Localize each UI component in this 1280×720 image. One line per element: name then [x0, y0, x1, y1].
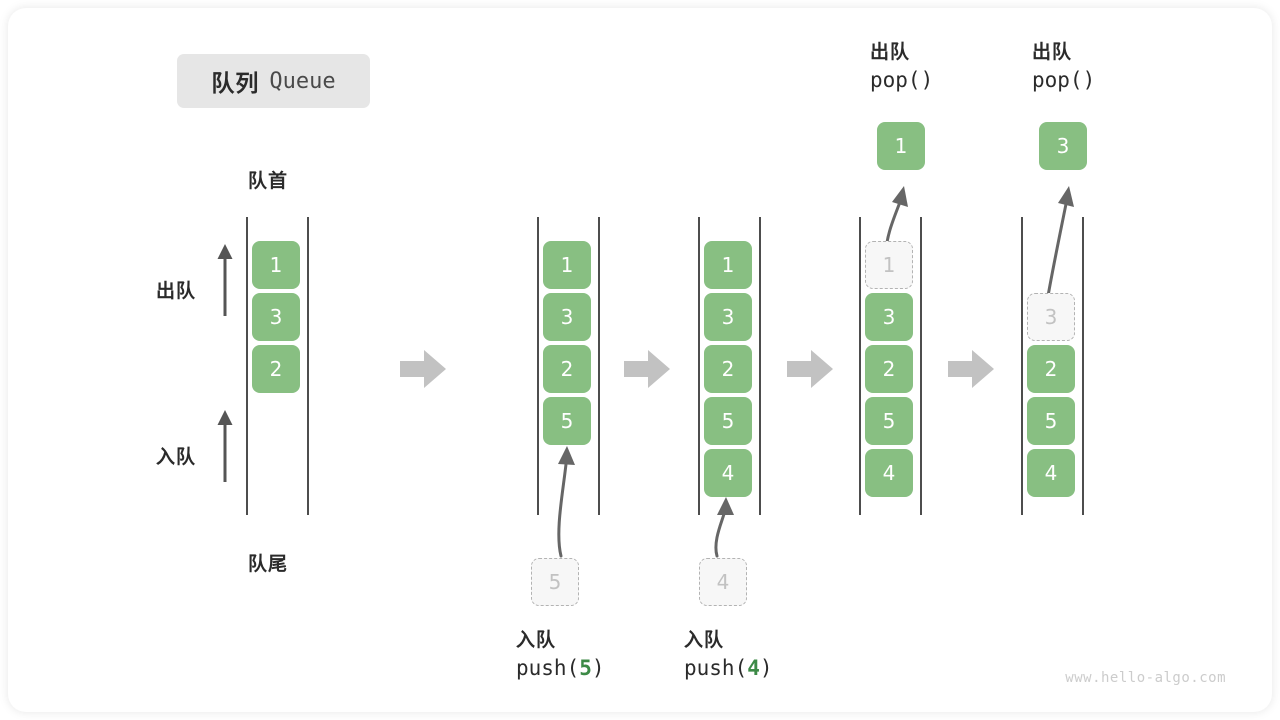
- rail-right-panel-3: [759, 217, 761, 515]
- step-arrow-icon: [948, 350, 994, 388]
- push-5-code-arg: 5: [579, 655, 592, 680]
- pop-arrow-3: [1044, 186, 1074, 310]
- queue-cell: 2: [543, 345, 591, 393]
- push-5-caption-cn: 入队: [516, 629, 557, 651]
- push-4-caption-code: push(4): [684, 654, 773, 682]
- push-4-code-suffix: ): [759, 655, 773, 680]
- queue-cell: 2: [704, 345, 752, 393]
- queue-cell: 5: [865, 397, 913, 445]
- pop-3-caption-cn: 出队: [1032, 41, 1073, 63]
- pop-1-caption-cn: 出队: [870, 41, 911, 63]
- rail-right-panel-1: [307, 217, 309, 515]
- push-5-code-prefix: push(: [516, 655, 580, 680]
- title-english: Queue: [269, 68, 336, 94]
- push-4-caption-cn: 入队: [684, 629, 725, 651]
- rail-right-panel-5: [1082, 217, 1084, 515]
- pending-cell-4: 4: [699, 558, 747, 606]
- step-arrow-icon: [624, 350, 670, 388]
- push-arrow-4: [714, 497, 734, 558]
- queue-cell: 2: [1027, 345, 1075, 393]
- queue-cell: 1: [543, 241, 591, 289]
- step-arrow-icon: [400, 350, 446, 388]
- enqueue-direction-arrow: [217, 410, 233, 482]
- push-4-caption: 入队 push(4): [684, 628, 773, 682]
- queue-head-label: 队首: [248, 170, 289, 192]
- dequeue-label: 出队: [156, 280, 197, 302]
- queue-cell: 3: [252, 293, 300, 341]
- queue-cell: 4: [704, 449, 752, 497]
- queue-cell: 3: [704, 293, 752, 341]
- title-badge: 队列 Queue: [177, 54, 370, 108]
- push-5-caption-code: push(5): [516, 654, 605, 682]
- pop-1-caption: 出队 pop(): [870, 40, 933, 94]
- pop-3-caption-code: pop(): [1032, 67, 1096, 92]
- queue-cell: 3: [543, 293, 591, 341]
- rail-left-panel-5: [1021, 217, 1023, 515]
- queue-cell: 1: [252, 241, 300, 289]
- queue-tail-label: 队尾: [248, 553, 289, 575]
- queue-cell: 5: [543, 397, 591, 445]
- enqueue-label: 入队: [156, 446, 197, 468]
- pop-3-caption: 出队 pop(): [1032, 40, 1095, 94]
- queue-cell: 3: [865, 293, 913, 341]
- popped-slot-ghost: 1: [865, 241, 913, 289]
- rail-left-panel-3: [698, 217, 700, 515]
- popped-cell-1: 1: [877, 122, 925, 170]
- push-5-caption: 入队 push(5): [516, 628, 605, 682]
- rail-right-panel-2: [598, 217, 600, 515]
- queue-cell: 2: [865, 345, 913, 393]
- push-4-code-arg: 4: [747, 655, 760, 680]
- rail-right-panel-4: [920, 217, 922, 515]
- queue-cell: 4: [865, 449, 913, 497]
- rail-left-panel-2: [537, 217, 539, 515]
- watermark: www.hello-algo.com: [1065, 670, 1226, 686]
- pending-cell-5: 5: [531, 558, 579, 606]
- popped-slot-ghost: 3: [1027, 293, 1075, 341]
- queue-cell: 4: [1027, 449, 1075, 497]
- queue-cell: 1: [704, 241, 752, 289]
- queue-cell: 5: [704, 397, 752, 445]
- title-chinese: 队列: [211, 71, 260, 97]
- dequeue-direction-arrow: [217, 244, 233, 316]
- rail-left-panel-1: [246, 217, 248, 515]
- step-arrow-icon: [787, 350, 833, 388]
- diagram-card: 队列 Queue 队首 队尾 出队 入队 1 3 2 1 3 2 5 5 入队 …: [8, 8, 1272, 712]
- queue-cell: 2: [252, 345, 300, 393]
- push-4-code-prefix: push(: [684, 655, 748, 680]
- rail-left-panel-4: [859, 217, 861, 515]
- push-arrow-5: [557, 446, 575, 558]
- pop-1-caption-code: pop(): [870, 67, 934, 92]
- popped-cell-3: 3: [1039, 122, 1087, 170]
- queue-cell: 5: [1027, 397, 1075, 445]
- push-5-code-suffix: ): [591, 655, 605, 680]
